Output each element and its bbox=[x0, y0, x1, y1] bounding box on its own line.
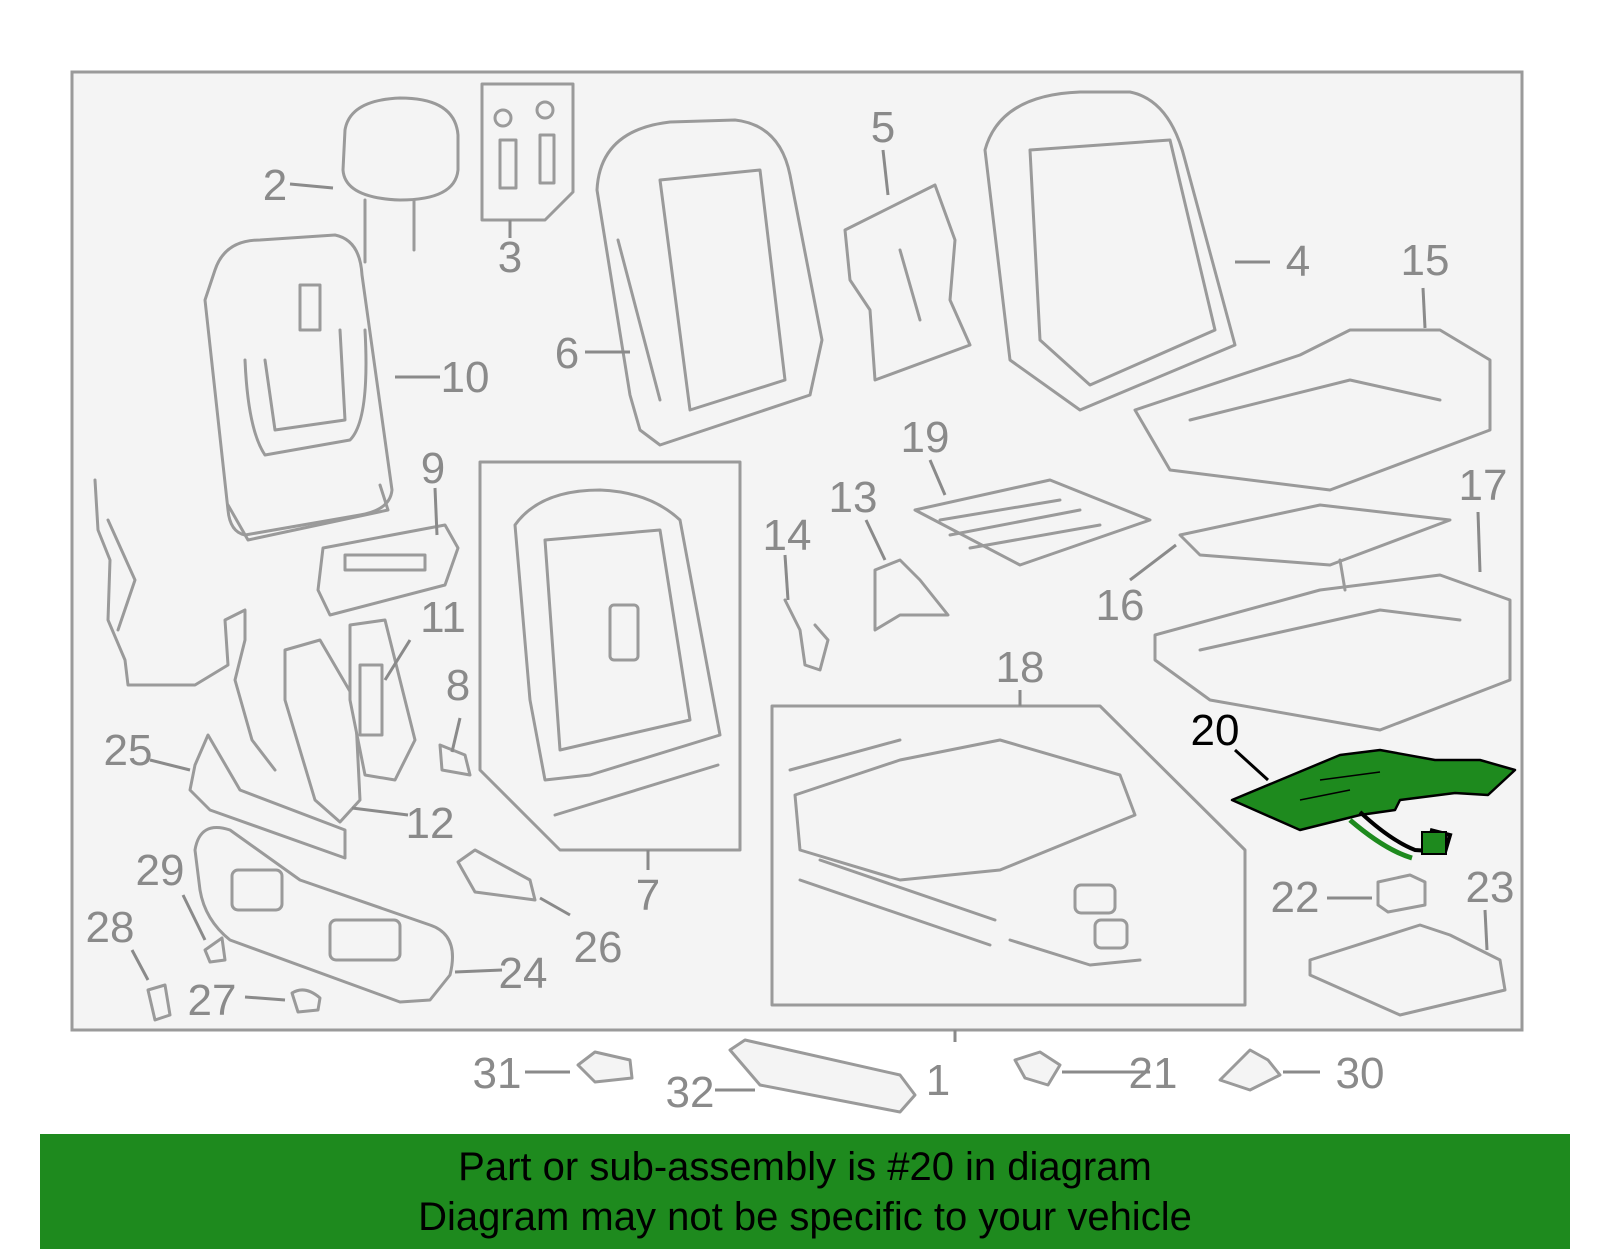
part-21-clip[interactable] bbox=[1013, 1050, 1062, 1087]
callout-5: 5 bbox=[871, 103, 895, 152]
part-13-bracket[interactable] bbox=[873, 558, 950, 632]
part-31-clip[interactable] bbox=[576, 1050, 634, 1084]
part-22-module[interactable] bbox=[1376, 873, 1427, 914]
callout-16: 16 bbox=[1096, 581, 1145, 630]
callout-20-highlighted: 20 bbox=[1191, 706, 1240, 755]
callout-8: 8 bbox=[446, 661, 470, 710]
part-28-knob[interactable] bbox=[146, 983, 172, 1022]
part-10-back-panel[interactable] bbox=[203, 233, 394, 542]
leader-lines bbox=[130, 149, 1489, 1092]
callout-22: 22 bbox=[1271, 873, 1320, 922]
banner-line-1: Part or sub-assembly is #20 in diagram bbox=[458, 1145, 1152, 1189]
callout-2: 2 bbox=[263, 161, 287, 210]
part-3-guides[interactable] bbox=[480, 82, 575, 222]
part-26-bracket[interactable] bbox=[456, 848, 537, 902]
part-27-knob[interactable] bbox=[290, 988, 322, 1014]
part-2-headrest[interactable] bbox=[341, 96, 460, 264]
part-4-back-cover[interactable] bbox=[983, 90, 1237, 412]
part-19-springs[interactable] bbox=[913, 478, 1152, 567]
callout-17: 17 bbox=[1459, 461, 1508, 510]
part-29-knob[interactable] bbox=[203, 936, 227, 964]
part-24-side-shield[interactable] bbox=[193, 826, 454, 1004]
part-23-tray[interactable] bbox=[1308, 923, 1507, 1017]
part-17-cushion[interactable] bbox=[1153, 573, 1512, 732]
callout-24: 24 bbox=[499, 949, 548, 998]
callout-7: 7 bbox=[636, 871, 660, 920]
callout-1: 1 bbox=[926, 1056, 950, 1105]
callout-3: 3 bbox=[498, 233, 522, 282]
wiring-harness[interactable] bbox=[93, 478, 277, 772]
callout-23: 23 bbox=[1466, 863, 1515, 912]
callout-10: 10 bbox=[441, 353, 490, 402]
callout-25: 25 bbox=[104, 726, 153, 775]
callout-29: 29 bbox=[136, 846, 185, 895]
part-6-back-cushion[interactable] bbox=[595, 118, 824, 447]
part-16-heater-mat[interactable] bbox=[1178, 503, 1452, 592]
part-14-hook[interactable] bbox=[783, 598, 830, 672]
callout-15: 15 bbox=[1401, 236, 1450, 285]
part-8-clip[interactable] bbox=[438, 743, 472, 777]
callout-32: 32 bbox=[666, 1068, 715, 1117]
callout-26: 26 bbox=[574, 923, 623, 972]
part-12-side-panel[interactable] bbox=[283, 638, 362, 824]
part-5-pad[interactable] bbox=[843, 183, 972, 382]
part-11-side-trim[interactable] bbox=[348, 618, 417, 782]
callout-19: 19 bbox=[901, 413, 950, 462]
callout-4: 4 bbox=[1286, 237, 1310, 286]
callout-6: 6 bbox=[555, 329, 579, 378]
part-15-cushion-cover[interactable] bbox=[1133, 328, 1492, 492]
part-20-highlighted-harness[interactable] bbox=[1230, 748, 1517, 861]
callout-21: 21 bbox=[1129, 1049, 1178, 1098]
part-32-track-cover[interactable] bbox=[728, 1038, 917, 1114]
callout-11: 11 bbox=[420, 593, 466, 642]
callout-labels: 1 2 3 4 5 6 7 8 9 10 11 12 13 14 15 16 1… bbox=[86, 103, 1515, 1117]
callout-14: 14 bbox=[763, 511, 812, 560]
callout-18: 18 bbox=[996, 643, 1045, 692]
callout-30: 30 bbox=[1336, 1049, 1385, 1098]
part-25-trim[interactable] bbox=[188, 733, 347, 860]
callout-31: 31 bbox=[473, 1049, 522, 1098]
callout-13: 13 bbox=[829, 473, 878, 522]
part-18-adjuster-box[interactable] bbox=[770, 704, 1247, 1007]
part-7-frame-box[interactable] bbox=[478, 460, 742, 852]
part-30-bracket[interactable] bbox=[1218, 1048, 1282, 1092]
callout-27: 27 bbox=[188, 976, 237, 1025]
callout-9: 9 bbox=[421, 444, 445, 493]
callout-12: 12 bbox=[406, 799, 455, 848]
info-banner: Part or sub-assembly is #20 in diagram D… bbox=[40, 1134, 1570, 1249]
banner-line-2: Diagram may not be specific to your vehi… bbox=[418, 1195, 1192, 1239]
part-9-lumbar[interactable] bbox=[316, 523, 460, 617]
callout-28: 28 bbox=[86, 903, 135, 952]
